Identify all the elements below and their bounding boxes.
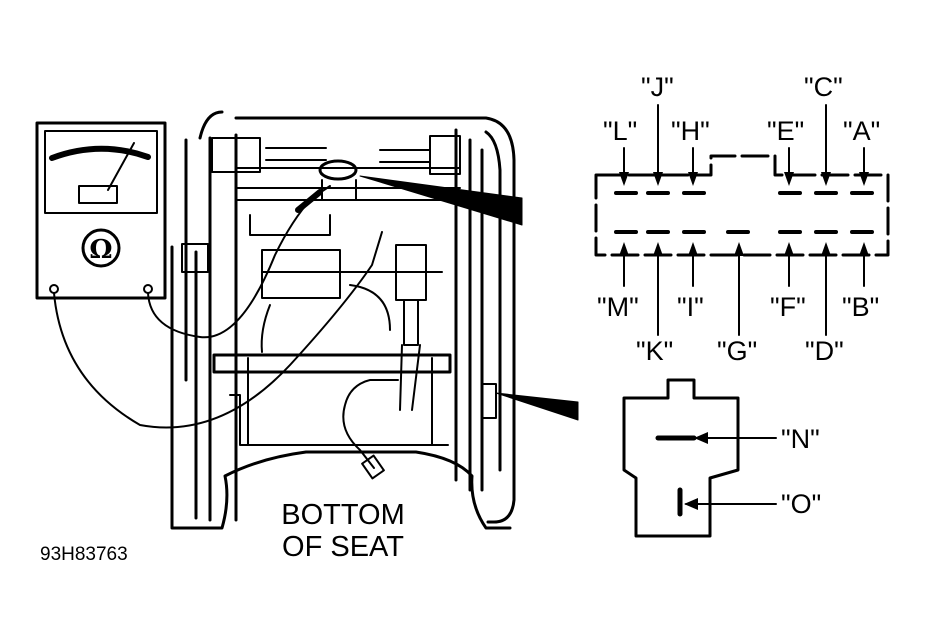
terminal-label-b: "B" bbox=[842, 292, 880, 322]
terminal-label-n: "N" bbox=[781, 424, 820, 454]
terminal-label-f: "F" bbox=[770, 292, 806, 322]
connector-a bbox=[594, 104, 890, 336]
meter-probe-terminal-right bbox=[143, 284, 153, 294]
terminal-label-c: "C" bbox=[804, 72, 843, 102]
meter-lead-left bbox=[53, 231, 383, 429]
terminal-label-i: "I" bbox=[677, 292, 704, 322]
terminal-label-m: "M" bbox=[597, 292, 639, 322]
connector-b bbox=[622, 378, 777, 538]
terminal-label-g: "G" bbox=[717, 336, 758, 366]
harness-wire bbox=[342, 379, 399, 469]
caption-line-1: BOTTOM bbox=[281, 499, 405, 531]
seat-frame bbox=[170, 110, 516, 530]
terminal-label-h: "H" bbox=[671, 116, 710, 146]
caption-line-2: OF SEAT bbox=[282, 531, 404, 563]
ohmmeter bbox=[35, 121, 167, 300]
pointer-to-connector-a bbox=[359, 175, 523, 226]
meter-lead-right bbox=[147, 185, 331, 339]
terminal-label-k: "K" bbox=[636, 336, 674, 366]
terminal-label-d: "D" bbox=[805, 336, 844, 366]
meter-probe-terminal-left bbox=[49, 284, 59, 294]
terminal-label-l: "L" bbox=[603, 116, 638, 146]
terminal-label-a: "A" bbox=[843, 116, 881, 146]
connector-a-pins bbox=[614, 191, 874, 234]
connector-b-location bbox=[481, 383, 497, 419]
seat-connector bbox=[318, 159, 358, 181]
terminal-label-j: "J" bbox=[641, 72, 674, 102]
ohm-dial-icon bbox=[81, 228, 121, 268]
figure-id: 93H83763 bbox=[40, 544, 128, 565]
terminal-label-e: "E" bbox=[767, 116, 805, 146]
ohm-symbol: Ω bbox=[89, 235, 112, 265]
terminal-label-o: "O" bbox=[781, 489, 822, 519]
pointer-to-connector-b bbox=[495, 392, 579, 421]
